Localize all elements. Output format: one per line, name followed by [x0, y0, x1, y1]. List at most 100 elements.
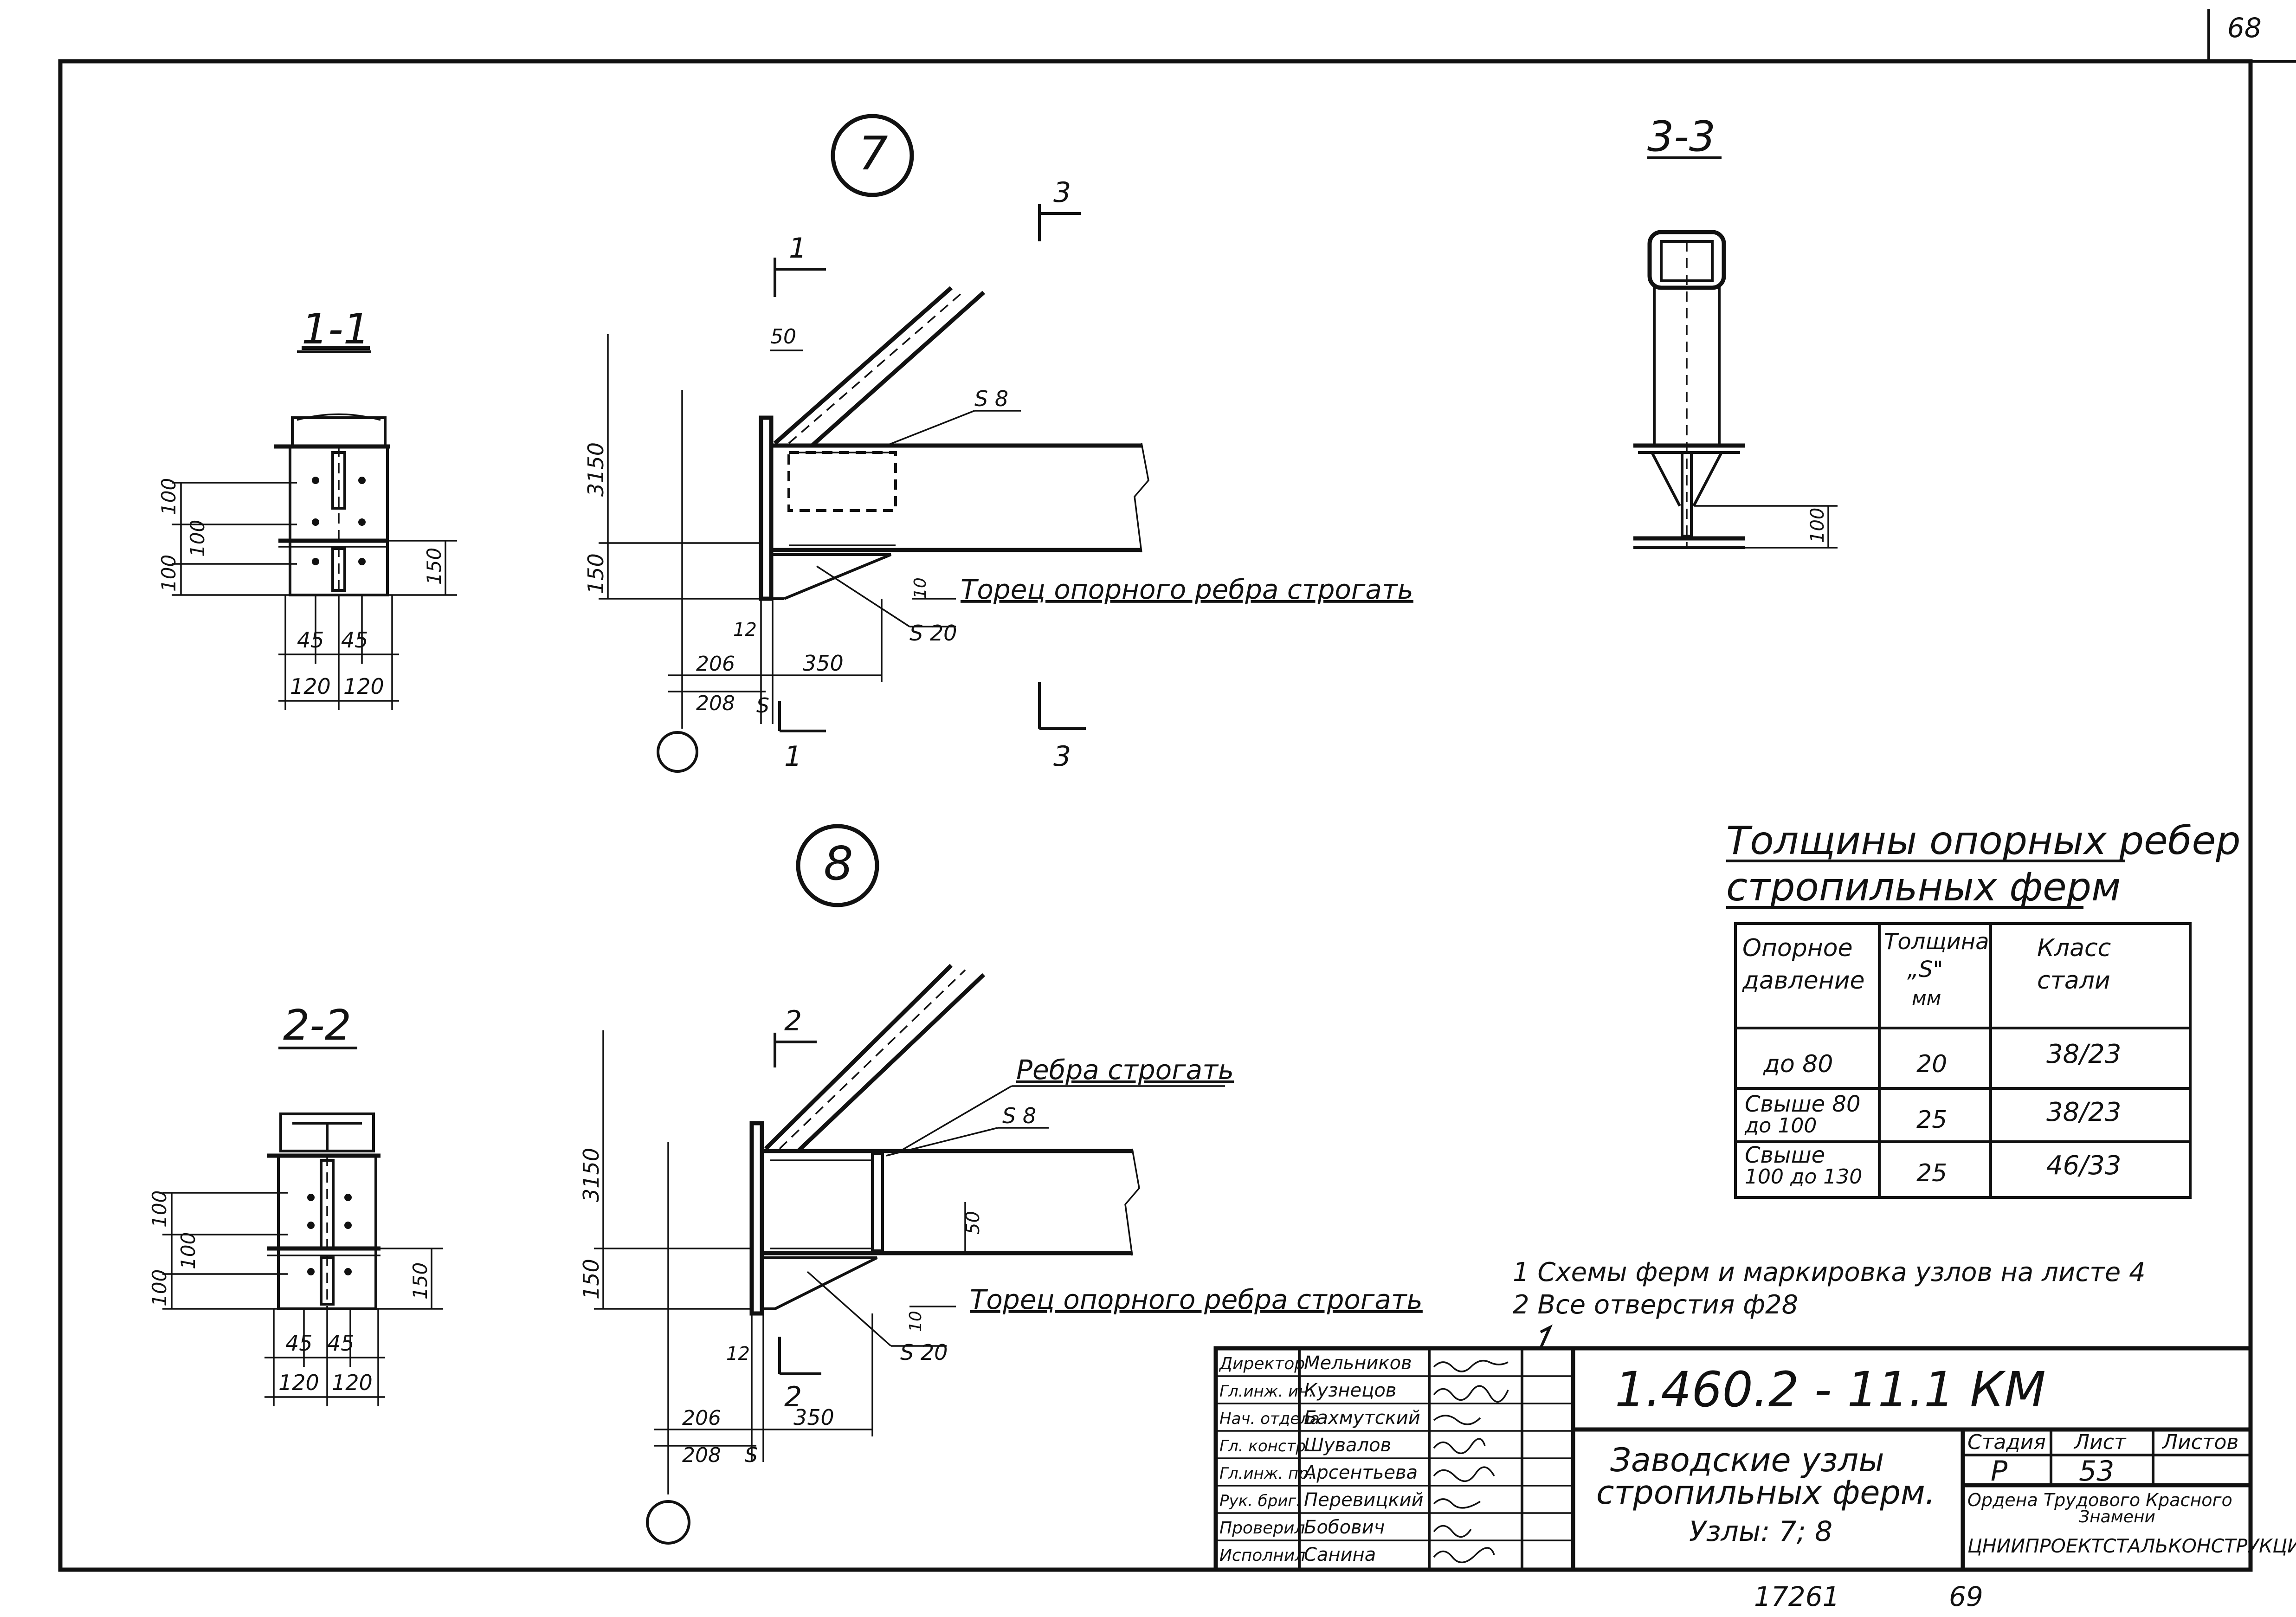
row3-thickness: 25 [1916, 1159, 1947, 1187]
section-2-2-title: 2-2 [283, 1001, 351, 1050]
drawing-title-line2: стропильных ферм. [1596, 1474, 1935, 1512]
signer-role-2: Гл.инж. ин. [1219, 1382, 1314, 1401]
signer-name-7: Бобович [1304, 1517, 1385, 1538]
dim-2-2-100b: 100 [177, 1232, 200, 1269]
org-line2: Знамени [2079, 1507, 2155, 1526]
row2-thickness: 25 [1916, 1106, 1947, 1134]
header-pressure-1: Опорное [1742, 934, 1853, 962]
note-2: 2 Все отверстия ф28 [1513, 1290, 1798, 1320]
node-7-dim-3150: 3150 [583, 442, 608, 497]
dim-1-1-120a: 120 [290, 674, 331, 699]
node-8-dim-350: 350 [793, 1405, 834, 1430]
node-8-thk-s20: S 20 [900, 1340, 948, 1365]
dim-1-1-45b: 45 [341, 627, 368, 653]
general-notes: 1 Схемы ферм и маркировка узлов на листе… [1513, 1257, 2146, 1349]
header-steel-1: Класс [2037, 934, 2111, 962]
section-1-1-title: 1-1 [302, 305, 370, 354]
table-title-line1: Толщины опорных ребер [1726, 818, 2241, 863]
row2-pressure-1: Свыше 80 [1745, 1091, 1861, 1117]
node-8-ribs-note: Ребра строгать [1016, 1054, 1234, 1086]
signer-name-2: Кузнецов [1304, 1380, 1396, 1401]
node-7-dim-206: 206 [696, 652, 735, 676]
dim-1-1-45a: 45 [297, 627, 324, 653]
doc-code: 1.460.2 - 11.1 КМ [1615, 1361, 2046, 1418]
node-7-dim-50: 50 [770, 325, 796, 349]
dim-2-2-45b: 45 [327, 1331, 355, 1356]
note-1: 1 Схемы ферм и маркировка узлов на листе… [1513, 1257, 2146, 1287]
dim-2-2-120a: 120 [278, 1370, 319, 1395]
dim-2-2-100c: 100 [148, 1269, 171, 1307]
dim-2-2-45a: 45 [285, 1331, 313, 1356]
org-name: ЦНИИПРОЕКТСТАЛЬКОНСТРУКЦИЯ [1967, 1535, 2296, 1557]
row1-pressure: до 80 [1763, 1050, 1833, 1078]
signer-role-8: Исполнил [1219, 1546, 1305, 1565]
header-thickness-1: Толщина [1884, 929, 1989, 955]
node-7: 7 1 1 3 3 3150 150 50 [583, 114, 1413, 773]
row1-steel: 38/23 [2046, 1039, 2121, 1069]
stage-value: Р [1991, 1455, 2008, 1488]
node-8-dim-12: 12 [726, 1343, 750, 1365]
table-title-line2: стропильных ферм [1726, 864, 2121, 910]
dim-1-1-100a: 100 [157, 478, 180, 515]
signer-role-7: Проверил [1219, 1519, 1305, 1538]
dim-2-2-100a: 100 [148, 1190, 171, 1228]
header-pressure-2: давление [1742, 967, 1864, 995]
node-7-dim-350: 350 [803, 651, 844, 676]
section-3-3-title: 3-3 [1647, 112, 1716, 161]
node-7-section3-top: 3 [1053, 176, 1071, 209]
node-8-dim-s: S [745, 1443, 758, 1467]
node-8-dim-3150: 3150 [579, 1148, 604, 1202]
signer-role-6: Рук. бриг. [1219, 1492, 1301, 1510]
signatures [1433, 1359, 1509, 1564]
node-7-number: 7 [858, 126, 888, 181]
sheet-value: 53 [2079, 1455, 2114, 1488]
stage-label: Стадия [1967, 1430, 2046, 1454]
row1-thickness: 20 [1916, 1050, 1947, 1078]
node-8-thk-s8: S 8 [1002, 1103, 1036, 1128]
dim-1-1-120b: 120 [343, 674, 384, 699]
node-8-dim-10: 10 [906, 1311, 925, 1332]
node-7-thk-s8: S 8 [974, 386, 1008, 411]
signer-name-5: Арсентьева [1303, 1462, 1418, 1483]
signer-name-3: Бахмутский [1304, 1407, 1420, 1429]
signer-name-4: Шувалов [1304, 1435, 1391, 1456]
node-8-number: 8 [824, 836, 853, 891]
section-3-3: 3-3 100 [1633, 112, 1838, 549]
bolt-holes [312, 477, 366, 565]
row2-pressure-2: до 100 [1744, 1114, 1817, 1138]
node-8: 8 2 2 Ребра строгать S 8 50 3150 150 S 2… [579, 824, 1423, 1545]
header-steel-2: стали [2037, 967, 2110, 995]
node-8-note: Торец опорного ребра строгать [970, 1284, 1423, 1315]
signer-role-3: Нач. отдела [1219, 1410, 1320, 1428]
signer-name-1: Мельников [1304, 1352, 1412, 1374]
node-7-dim-10: 10 [911, 577, 930, 599]
dim-2-2-120b: 120 [332, 1370, 373, 1395]
dim-1-1-150: 150 [423, 548, 445, 585]
dim-2-2-150: 150 [409, 1262, 432, 1300]
dim-1-1-100c: 100 [157, 555, 180, 592]
node-7-section3-bottom: 3 [1053, 740, 1071, 773]
section-1-1: 1-1 100 100 100 150 [157, 305, 457, 710]
node-7-note: Торец опорного ребра строгать [961, 574, 1413, 605]
row2-steel: 38/23 [2046, 1097, 2121, 1127]
signer-name-6: Перевицкий [1304, 1489, 1424, 1511]
row3-pressure-2: 100 до 130 [1745, 1165, 1862, 1189]
node-7-dim-12: 12 [733, 619, 757, 640]
node-7-section-top: 1 [789, 232, 806, 265]
thickness-table: Толщины опорных ребер стропильных ферм О… [1726, 818, 2241, 1199]
signature-grid [1216, 1375, 1573, 1541]
header-thickness-2: „S" [1907, 957, 1943, 983]
sheet-label: Лист [2073, 1430, 2127, 1454]
node-7-thk-s20: S 20 [909, 621, 957, 646]
dim-1-1-100b: 100 [186, 520, 209, 557]
node-7-section-bottom: 1 [784, 740, 802, 773]
row3-steel: 46/33 [2046, 1151, 2121, 1181]
drawing-title-line3: Узлы: 7; 8 [1689, 1515, 1832, 1548]
header-thickness-3: мм [1912, 987, 1941, 1009]
bottom-mark-inventory: 17261 [1754, 1581, 1840, 1612]
org-line1: Ордена Трудового Красного [1967, 1490, 2232, 1510]
node-8-dim-206: 206 [682, 1406, 721, 1430]
node-7-dim-s: S [756, 694, 769, 718]
page-number: 68 [2227, 12, 2262, 44]
